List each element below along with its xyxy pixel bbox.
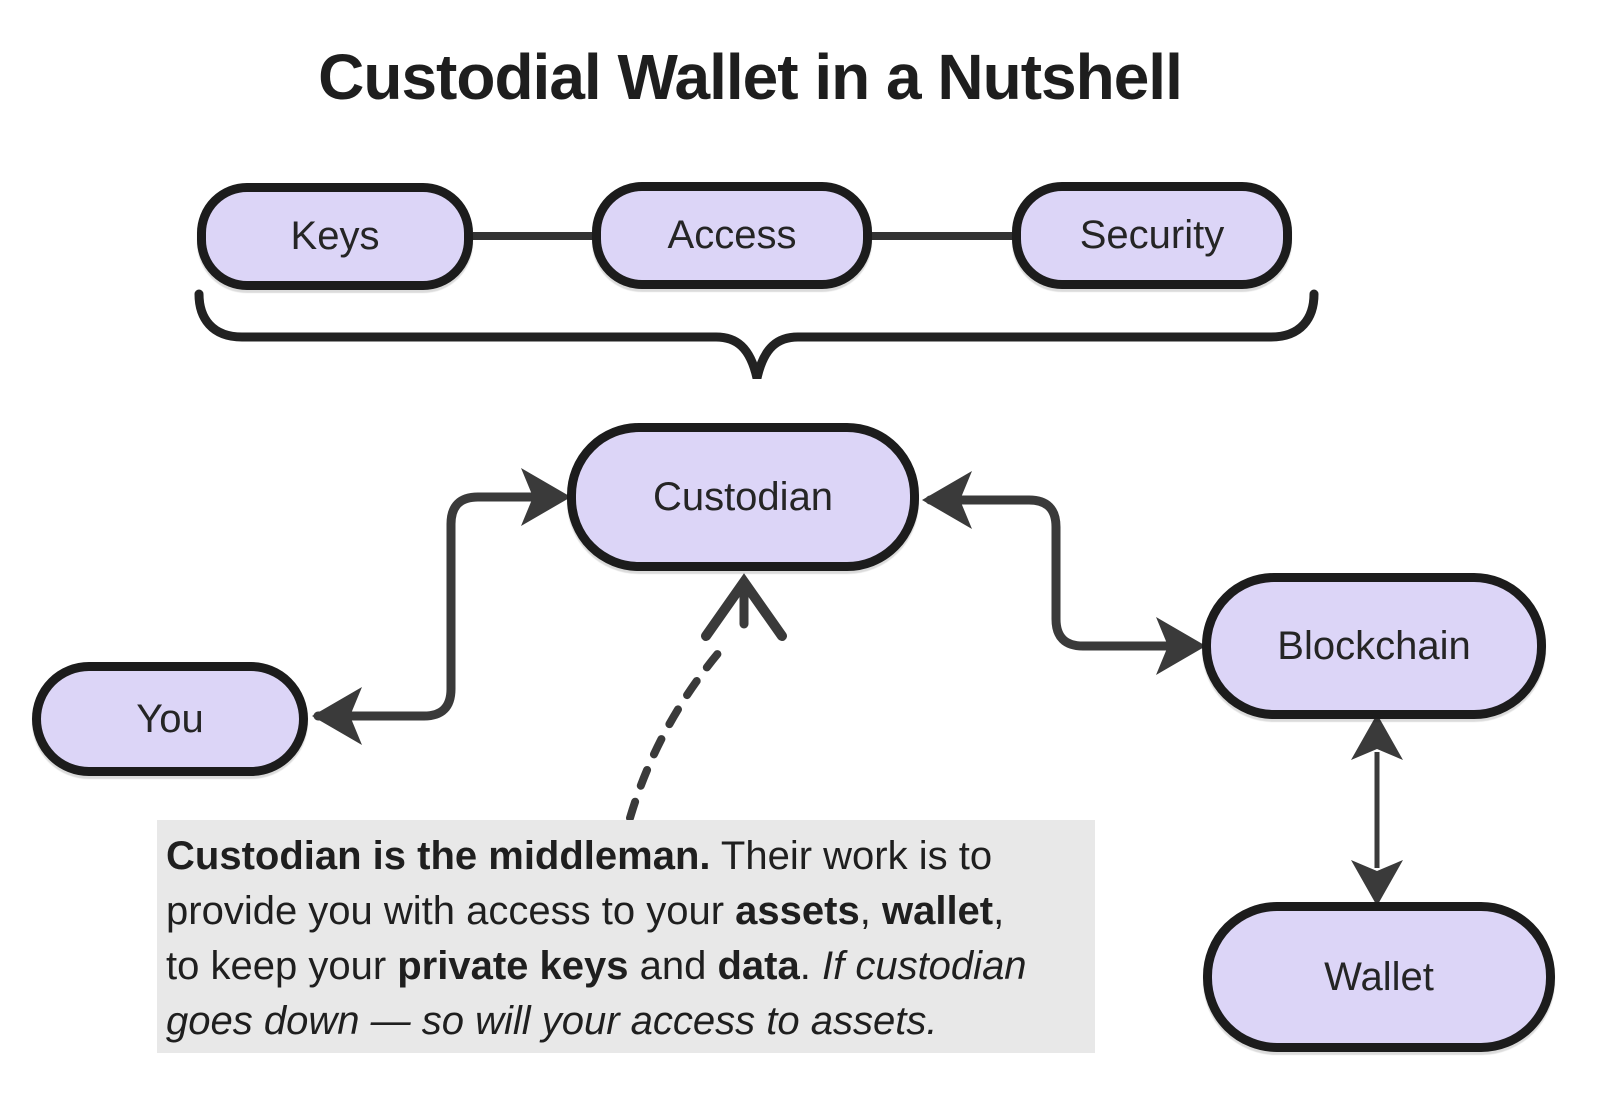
arrowhead-into-you-icon [312,687,362,745]
brace-keys-access-security [194,289,1319,380]
note-line-1: Custodian is the middleman. Their work i… [166,829,1085,884]
edge-note-custodian-dashed [626,640,730,822]
arrowhead-into-wallet-icon [1351,860,1403,906]
node-blockchain-label: Blockchain [1277,623,1471,668]
node-custodian: Custodian [567,423,919,571]
note-text: Their work is to [710,834,993,878]
diagram-title: Custodial Wallet in a Nutshell [318,41,1183,113]
arrowhead-into-custodian-right-icon [922,471,972,529]
note-line-2: provide you with access to your assets, … [166,884,1085,939]
note-line-4: goes down — so will your access to asset… [166,994,1085,1049]
note-italic: goes down — so will your access to asset… [166,999,938,1043]
annotation-note: Custodian is the middleman. Their work i… [157,820,1095,1053]
node-blockchain: Blockchain [1202,573,1546,719]
node-security-label: Security [1079,213,1225,257]
note-text: . [799,944,822,988]
note-bold-wallet: wallet [881,889,994,933]
note-italic: If custodian [821,944,1027,988]
note-bold-assets: assets [735,889,860,933]
node-you: You [32,662,308,776]
node-access: Access [592,182,872,289]
note-text: to keep your [166,944,398,988]
node-custodian-label: Custodian [652,474,834,519]
note-text: and [628,944,718,988]
edge-you-custodian [313,492,561,721]
node-keys: Keys [197,183,473,290]
note-line-3: to keep your private keys and data. If c… [166,939,1085,994]
node-wallet-label: Wallet [1324,954,1434,999]
node-keys-label: Keys [290,214,380,258]
note-bold-private-keys: private keys [397,944,629,988]
arrowhead-into-blockchain-icon [1156,617,1206,675]
node-access-label: Access [667,213,797,257]
arrowhead-into-blockchain-bottom-icon [1351,714,1403,760]
note-text: , [859,889,882,933]
note-text: provide you with access to your [166,889,736,933]
note-text: , [993,889,1005,933]
node-wallet: Wallet [1203,902,1555,1052]
arrowhead-into-custodian-left-icon [521,468,571,526]
edge-custodian-blockchain [925,495,1193,651]
note-bold-data: data [717,944,800,988]
open-arrowhead-into-custodian-icon [701,573,787,641]
note-bold-lead: Custodian is the middleman. [166,834,711,878]
node-you-label: You [136,696,204,741]
node-security: Security [1012,182,1292,289]
